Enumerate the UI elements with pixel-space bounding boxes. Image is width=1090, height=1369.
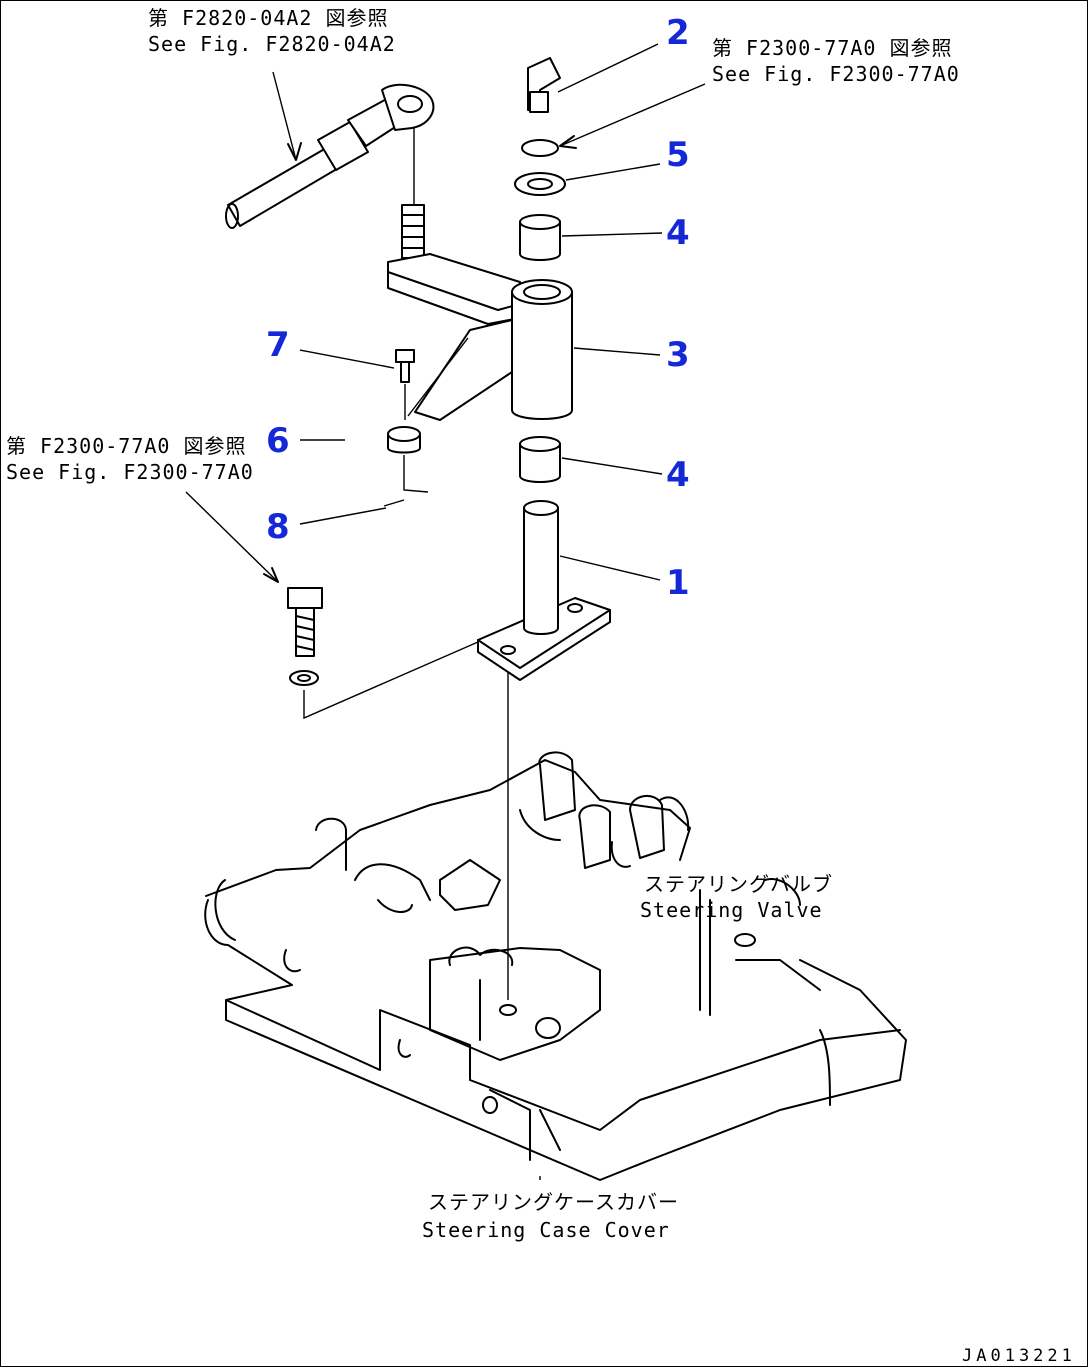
callout-6: 6 — [266, 421, 290, 461]
part-4-bushing-lower — [519, 436, 561, 483]
steering-case-cover-label-jp: ステアリングケースカバー — [428, 1190, 679, 1214]
snap-ring — [521, 139, 559, 157]
tie-rod — [225, 83, 435, 229]
part-7-bolt — [395, 349, 415, 383]
fig-ref-c-en: See Fig. F2300-77A0 — [6, 460, 254, 484]
part-1-shaft — [477, 500, 611, 681]
steering-lever — [387, 204, 521, 421]
callout-7: 7 — [266, 325, 290, 365]
drawing-code: JA013221 — [962, 1346, 1076, 1366]
part-8-wire — [383, 455, 429, 507]
part-4-bushing-upper — [519, 214, 561, 261]
callout-8: 8 — [266, 507, 290, 547]
steering-valve-label-en: Steering Valve — [640, 898, 823, 922]
callout-4-lower: 4 — [666, 455, 690, 495]
callout-4-upper: 4 — [666, 213, 690, 253]
leader-lines — [185, 43, 706, 1180]
part-3-boss — [511, 279, 573, 420]
callout-3: 3 — [666, 335, 690, 375]
steering-valve-label-jp: ステアリングバルブ — [644, 872, 833, 896]
fig-ref-c-jp: 第 F2300-77A0 図参照 — [6, 434, 247, 458]
fig-ref-b-en: See Fig. F2300-77A0 — [712, 62, 960, 86]
part-2-elbow — [527, 57, 561, 113]
callout-1: 1 — [666, 563, 690, 603]
callout-2: 2 — [666, 13, 690, 53]
part-5-washer — [514, 172, 566, 196]
mounting-bolt — [287, 587, 323, 686]
steering-case-cover-label-en: Steering Case Cover — [422, 1218, 670, 1242]
fig-ref-a-jp: 第 F2820-04A2 図参照 — [148, 6, 389, 30]
part-6-spacer — [387, 426, 421, 454]
fig-ref-b-jp: 第 F2300-77A0 図参照 — [712, 36, 953, 60]
fig-ref-a-en: See Fig. F2820-04A2 — [148, 32, 396, 56]
steering-case — [204, 751, 907, 1181]
callout-5: 5 — [666, 135, 690, 175]
